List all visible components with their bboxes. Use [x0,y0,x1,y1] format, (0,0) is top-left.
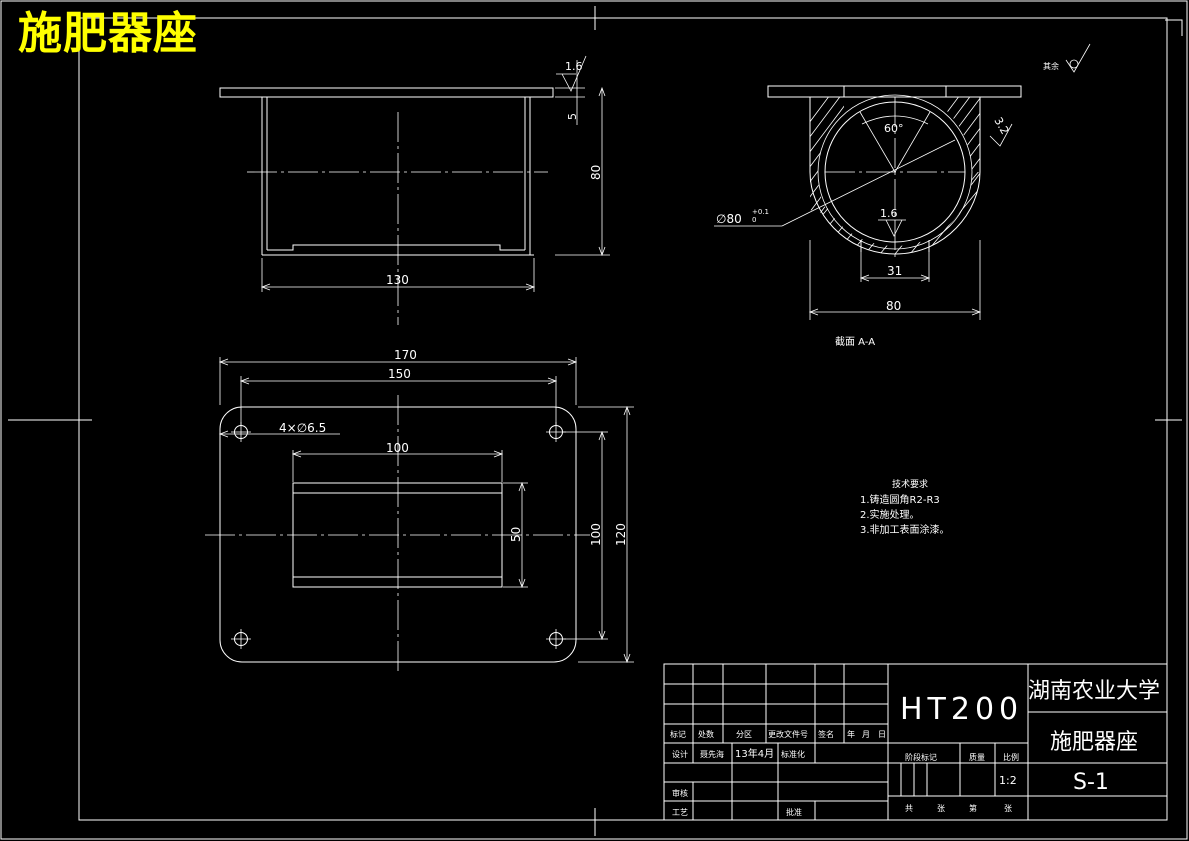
bore-tol-upper: +0.1 [752,208,769,216]
roughness-side-symbol [989,123,1013,147]
tech-item-3: 3.非加工表面涂漆。 [860,523,950,536]
sheet-unit: 张 [937,804,945,813]
overlay-title: 施肥器座 [18,8,198,59]
dim-width: 80 [886,299,901,313]
header-count: 处数 [698,729,714,739]
page-unit: 张 [1004,804,1012,813]
weight-label: 质量 [969,752,985,762]
dim-100-h: 100 [386,441,409,455]
roughness-bore: 1.6 [880,207,898,220]
tech-requirements: 技术要求 1.铸造圆角R2-R3 2.实施处理。 3.非加工表面涂漆。 [860,478,950,536]
dim-slot: 31 [887,264,902,278]
surface-note: 其余 [1043,43,1091,73]
designer: 聂先海 [700,749,724,759]
section-flange [767,85,1022,98]
header-sign: 签名 [818,729,834,739]
header-day: 日 [878,730,886,739]
dim-height: 80 [589,165,603,180]
process-label: 工艺 [672,808,688,817]
bore-tol-lower: 0 [752,216,756,224]
roughness-symbol [561,55,587,92]
part-name: 施肥器座 [1050,730,1138,755]
dim-120: 120 [614,523,628,546]
angle-label: 60° [884,122,904,135]
surface-note-symbol [1065,43,1091,73]
header-mark: 标记 [670,729,686,739]
dim-length: 130 [386,273,409,287]
header-zone: 分区 [736,730,752,739]
total-label: 共 [905,804,913,813]
hatch-right [946,97,980,215]
review-label: 审核 [672,788,688,798]
tech-item-1: 1.铸造圆角R2-R3 [860,493,940,506]
section-view: 60° 3.2 ∅80 +0.1 0 1.6 31 80 截面 A-A [714,85,1022,348]
roughness-side: 3.2 [991,115,1011,137]
material: HT200 [900,692,1023,727]
front-flange [219,87,554,98]
header-month: 月 [862,730,870,739]
standard-label: 标准化 [781,749,805,759]
top-view: 170 150 4×∅6.5 100 50 100 120 [205,348,634,675]
dim-thickness: 5 [566,113,579,120]
page-label: 第 [969,803,977,813]
drawing-number: S-1 [1073,770,1109,795]
tech-item-2: 2.实施处理。 [860,508,920,521]
dim-170: 170 [394,348,417,362]
header-doc: 更改文件号 [768,729,808,739]
front-view: 1.6 5 80 130 [219,55,610,325]
holes-label: 4×∅6.5 [279,421,326,435]
header-year: 年 [847,729,855,739]
dim-150: 150 [388,367,411,381]
roughness-bore-symbol [885,219,903,237]
tech-title: 技术要求 [892,478,928,490]
stage-label: 阶段标记 [905,752,937,762]
dim-100-v: 100 [589,523,603,546]
approve-label: 批准 [786,807,802,817]
hatch-left [810,97,844,215]
scale-label: 比例 [1003,752,1019,762]
dim-50: 50 [509,527,523,542]
school-name: 湖南农业大学 [1028,679,1160,704]
design-date: 13年4月 [735,747,774,760]
surface-note-label: 其余 [1043,61,1059,71]
design-label: 设计 [672,749,688,759]
scale-value: 1:2 [999,774,1017,787]
section-label: 截面 A-A [835,335,875,348]
front-roughness: 1.6 [565,60,583,73]
title-block: HT200 湖南农业大学 施肥器座 S-1 标记 处数 分区 更改文件号 签名 … [663,663,1168,821]
bore-diameter: ∅80 [716,212,742,226]
